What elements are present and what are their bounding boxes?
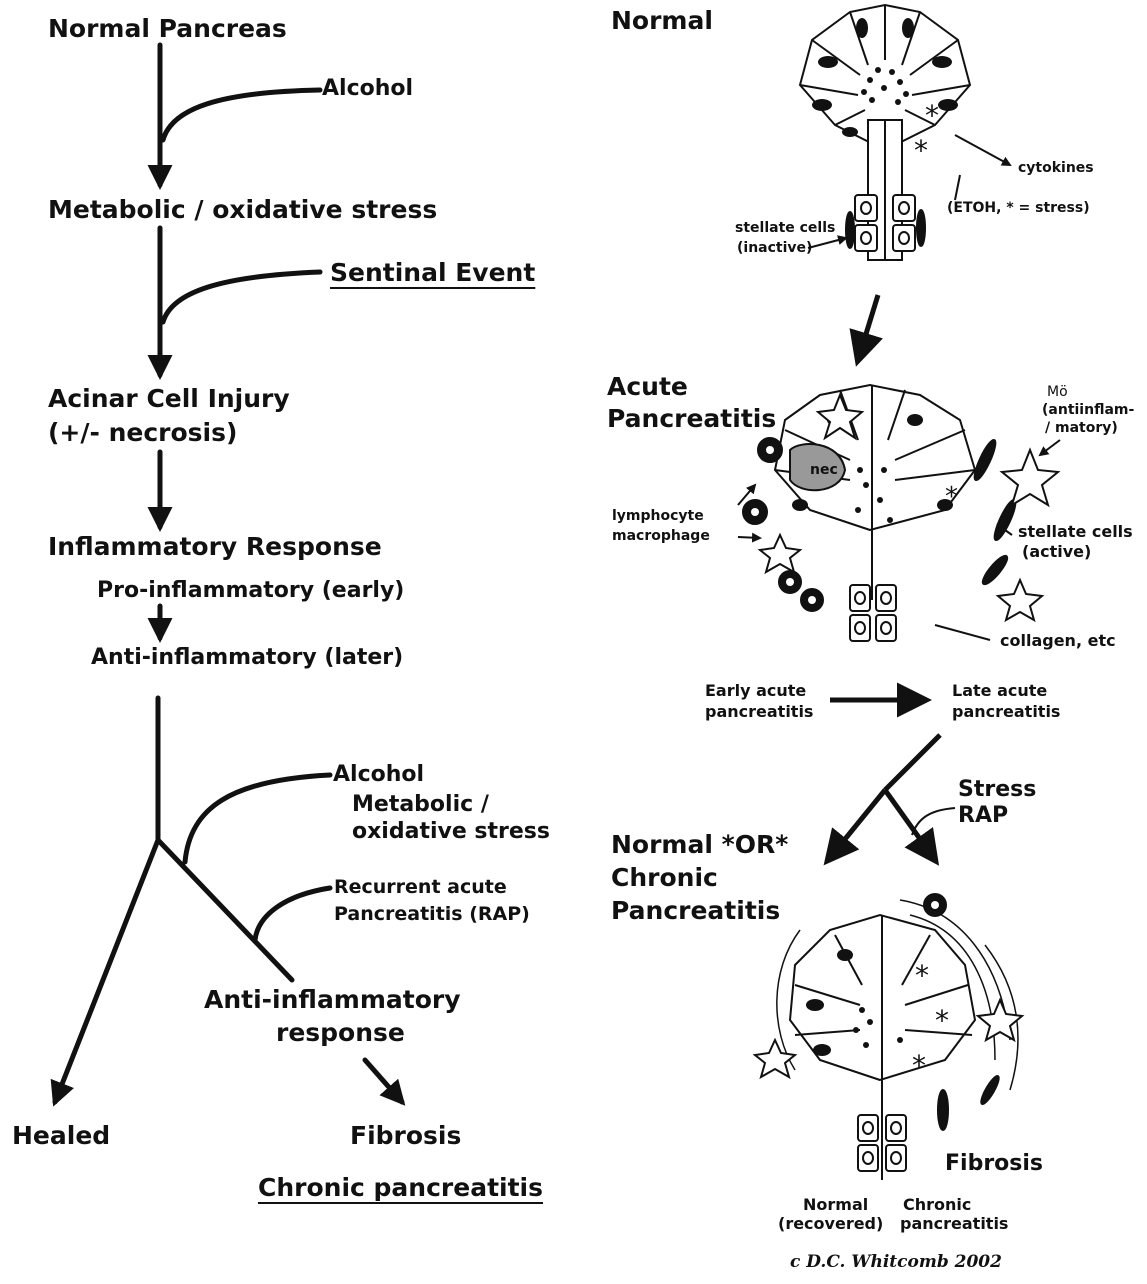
title-outcome-line2: Chronic xyxy=(611,863,718,892)
label-fibrosis-panel: Fibrosis xyxy=(945,1151,1043,1176)
svg-text:*: * xyxy=(915,959,929,992)
arrow-to-normal xyxy=(828,790,885,860)
label-sentinel-event: Sentinal Event xyxy=(330,258,535,287)
label-rap: RAP xyxy=(958,803,1008,828)
title-acute-line2: Pancreatitis xyxy=(607,404,776,433)
arrow-to-chronic xyxy=(885,790,935,860)
label-metabolic-2a: Metabolic / xyxy=(352,792,489,817)
svg-text:*: * xyxy=(925,99,939,132)
label-early-acute-1: Early acute xyxy=(705,681,806,700)
label-macrophage-3: / matory) xyxy=(1045,420,1118,436)
arrow-normal-to-acute xyxy=(858,295,878,360)
label-alcohol-1: Alcohol xyxy=(322,76,413,101)
svg-text:*: * xyxy=(935,1004,949,1037)
label-stellate-active-1: stellate cells xyxy=(1018,522,1133,541)
node-anti-inflammatory-later: Anti-inflammatory (later) xyxy=(91,645,403,670)
label-stellate-active-2: (active) xyxy=(1022,542,1091,561)
label-chronic-1: Chronic xyxy=(903,1195,971,1214)
node-healed: Healed xyxy=(12,1121,110,1150)
svg-text:*: * xyxy=(912,1049,926,1082)
label-normal-recovered-1: Normal xyxy=(803,1195,868,1214)
label-collagen: collagen, etc xyxy=(1000,631,1116,650)
acute-acinus-drawing: * xyxy=(743,385,1058,641)
split-stem xyxy=(885,735,940,790)
label-nec: nec xyxy=(810,462,838,478)
svg-text:*: * xyxy=(945,482,958,512)
label-macrophage-2: (antiinflam- xyxy=(1042,402,1134,418)
node-pro-inflammatory: Pro-inflammatory (early) xyxy=(97,578,404,603)
label-late-acute-2: pancreatitis xyxy=(952,702,1060,721)
label-metabolic-2b: oxidative stress xyxy=(352,819,550,844)
label-cytokines: cytokines xyxy=(1018,160,1094,176)
node-normal-pancreas: Normal Pancreas xyxy=(48,14,287,43)
label-normal-recovered-2: (recovered) xyxy=(778,1214,883,1233)
label-stress: Stress xyxy=(958,777,1036,802)
node-fibrosis: Fibrosis xyxy=(350,1121,461,1150)
label-stellate-inactive-1: stellate cells xyxy=(735,220,835,236)
label-macrophage: macrophage xyxy=(612,528,710,544)
title-outcome-line1: Normal *OR* xyxy=(611,830,788,859)
label-stellate-inactive-2: (inactive) xyxy=(737,240,812,256)
outcome-acinus-drawing: * * * xyxy=(755,894,1022,1180)
node-anti-response-line2: response xyxy=(276,1018,405,1047)
copyright: c D.C. Whitcomb 2002 xyxy=(790,1252,1002,1272)
node-anti-response-line1: Anti-inflammatory xyxy=(204,985,461,1014)
node-chronic-pancreatitis: Chronic pancreatitis xyxy=(258,1173,543,1202)
node-acinar-injury-line2: (+/- necrosis) xyxy=(48,418,237,447)
title-normal: Normal xyxy=(611,6,713,35)
label-early-acute-2: pancreatitis xyxy=(705,702,813,721)
label-macrophage-1: Mö xyxy=(1047,384,1068,400)
label-alcohol-2: Alcohol xyxy=(333,762,424,787)
label-lymphocyte: lymphocyte xyxy=(612,508,704,524)
label-rap-1: Recurrent acute xyxy=(334,876,507,898)
label-etoh-stress: (ETOH, * = stress) xyxy=(947,200,1090,216)
label-late-acute-1: Late acute xyxy=(952,681,1047,700)
label-chronic-2: pancreatitis xyxy=(900,1214,1008,1233)
node-acinar-injury-line1: Acinar Cell Injury xyxy=(48,384,290,413)
node-inflammatory-response: Inflammatory Response xyxy=(48,532,382,561)
label-rap-2: Pancreatitis (RAP) xyxy=(334,903,530,925)
title-acute-line1: Acute xyxy=(607,372,688,401)
svg-text:*: * xyxy=(914,134,928,167)
title-outcome-line3: Pancreatitis xyxy=(611,896,780,925)
node-metabolic-stress: Metabolic / oxidative stress xyxy=(48,195,437,224)
